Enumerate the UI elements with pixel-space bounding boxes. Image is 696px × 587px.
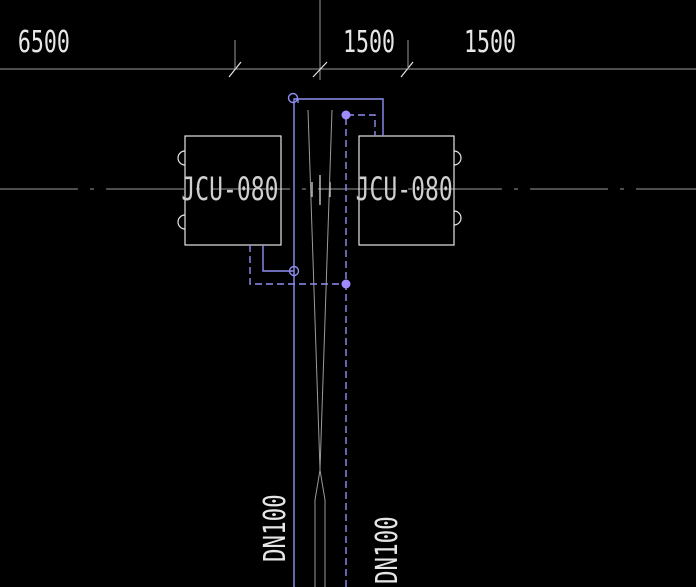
dimension-tick-center — [312, 61, 328, 78]
drain-taper — [307, 109, 333, 587]
dimension-1500-right: 1500 — [464, 26, 516, 60]
equipment-label-right: JCU-080 — [356, 170, 453, 208]
pipe-label-supply: DN100 — [258, 494, 293, 562]
dimension-1500-left: 1500 — [343, 26, 395, 60]
equipment-unit-right: JCU-080 — [356, 135, 462, 246]
equipment-label-left: JCU-080 — [181, 170, 278, 208]
return-pipe — [249, 110, 376, 587]
supply-node-top — [287, 92, 299, 104]
supply-node-bottom — [288, 265, 300, 277]
dimension-tick-right — [400, 61, 414, 78]
dimension-6500: 6500 — [18, 26, 70, 60]
supply-pipe — [262, 92, 384, 587]
dimension-tick-left — [228, 61, 242, 78]
return-node-top — [341, 110, 351, 120]
pipe-label-return: DN100 — [370, 516, 405, 584]
equipment-unit-left: JCU-080 — [177, 135, 282, 246]
return-node-bottom — [341, 279, 351, 289]
